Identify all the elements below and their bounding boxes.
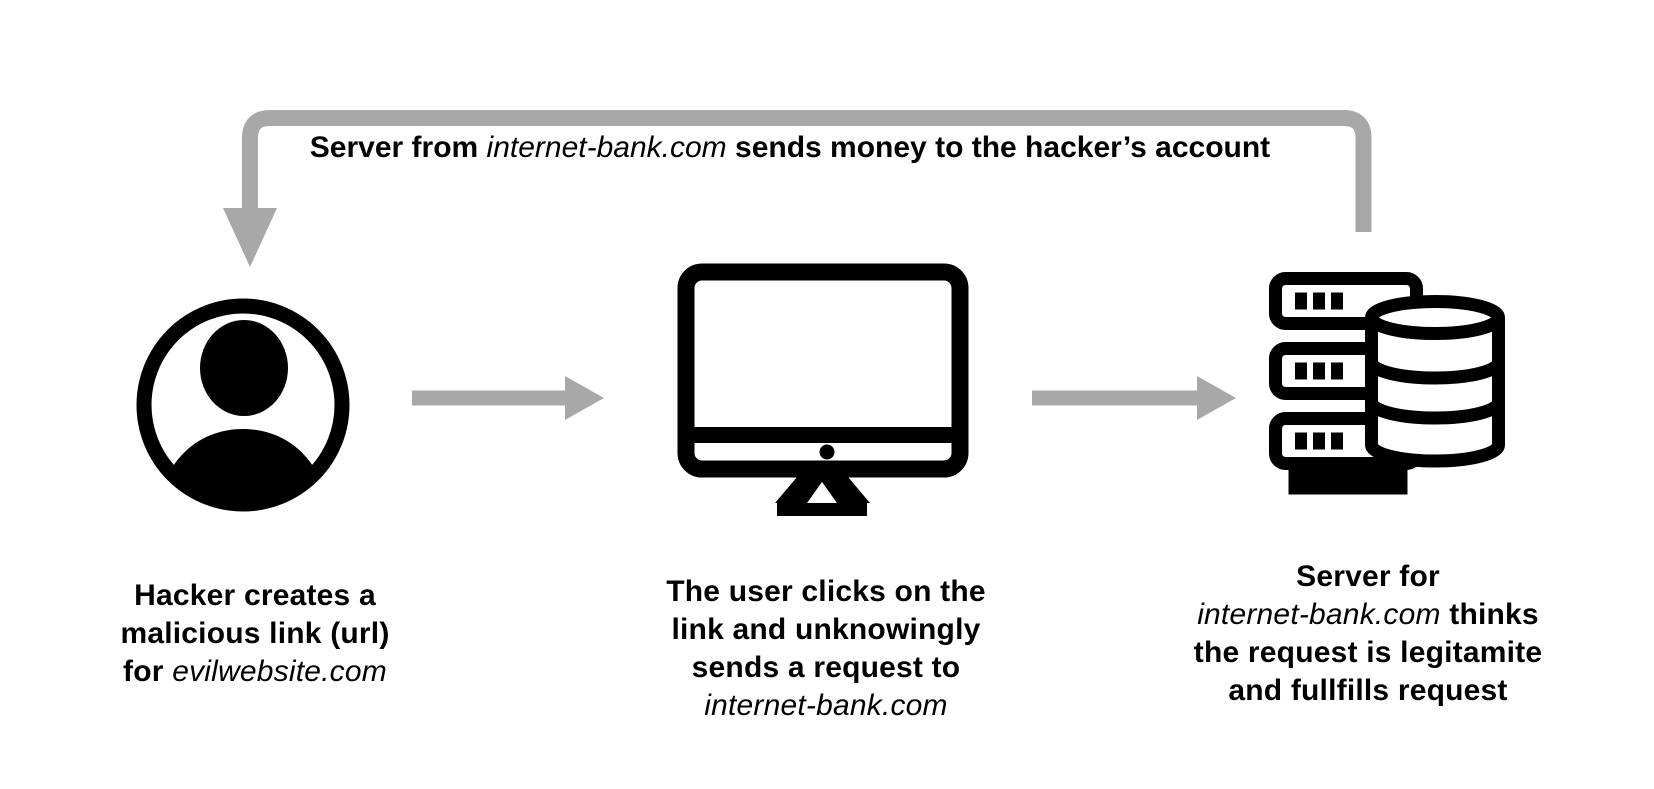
arrow-right-icon (412, 376, 604, 420)
hacker-caption-line2: malicious link (url) (120, 617, 390, 650)
user-caption-line2: link and unknowingly (671, 613, 981, 646)
server-caption-line2: internet-bank.com thinks (1158, 596, 1578, 634)
arrow-return-icon (223, 110, 1372, 267)
server-caption-line3: the request is legitamite (1193, 636, 1543, 669)
user-caption-line3: sends a request to (691, 651, 961, 684)
banner-domain: internet-bank.com (486, 131, 727, 164)
hacker-caption-line3: for evilwebsite.com (55, 653, 455, 691)
banner-suffix: sends money to the hacker’s account (726, 131, 1271, 164)
server-caption-line4: and fullfills request (1228, 674, 1508, 707)
server-caption-line2-suffix: thinks (1440, 598, 1539, 631)
server-caption-line1: Server for (1296, 560, 1440, 593)
server-caption-domain: internet-bank.com (1197, 598, 1441, 631)
return-arrow-label: Server from internet-bank.com sends mone… (180, 130, 1400, 166)
user-caption-line1: The user clicks on the (666, 575, 986, 608)
user-caption: The user clicks on the link and unknowin… (626, 573, 1026, 725)
hacker-caption: Hacker creates a malicious link (url) fo… (55, 577, 455, 691)
server-database-icon (1269, 272, 1505, 495)
desktop-monitor-icon (677, 263, 969, 516)
server-caption: Server for internet-bank.com thinks the … (1158, 558, 1578, 710)
hacker-caption-domain: evilwebsite.com (172, 655, 387, 688)
arrow-right-icon (1032, 376, 1236, 420)
hacker-caption-line1: Hacker creates a (134, 579, 376, 612)
user-circle-icon (136, 298, 350, 512)
hacker-caption-line3-prefix: for (123, 655, 173, 688)
user-caption-domain: internet-bank.com (704, 689, 948, 722)
banner-prefix: Server from (309, 131, 487, 164)
